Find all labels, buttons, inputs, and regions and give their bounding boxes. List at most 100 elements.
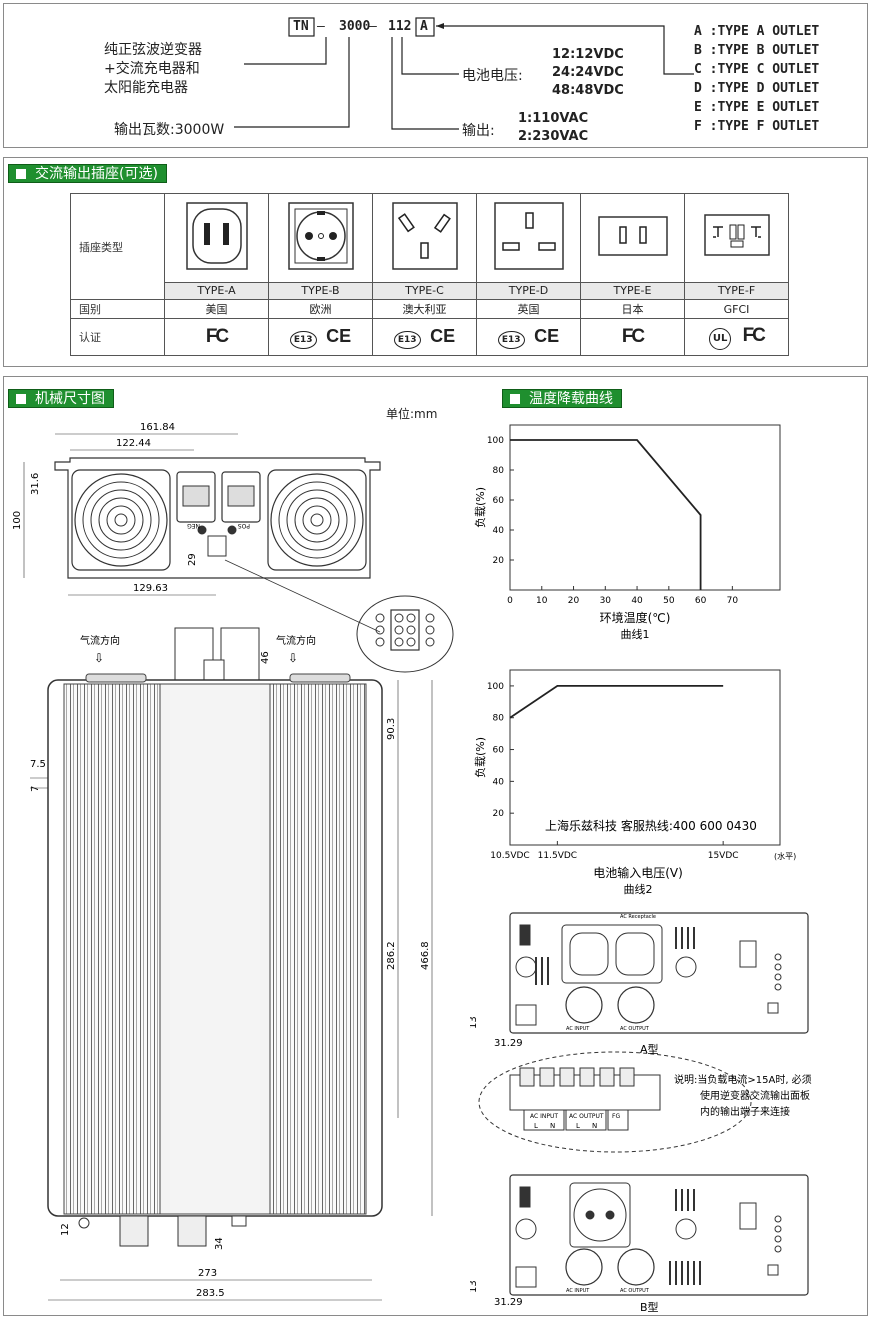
country-e: 日本 (580, 299, 685, 319)
mech-section-title: 机械尺寸图 (8, 389, 114, 408)
model-code-diagram (234, 17, 694, 130)
cert-c: E13 CE (372, 318, 477, 356)
dim-4668: 466.8 (420, 941, 431, 970)
y-tick-label: 80 (493, 714, 505, 724)
vent-slots-b (669, 1189, 701, 1285)
country-d: 英国 (476, 299, 581, 319)
ac-input-label-a: AC INPUT (566, 1026, 590, 1032)
battery-option-48: 48:48VDC (552, 83, 624, 98)
dim-122: 122.44 (116, 438, 151, 449)
outlet-type-f: F :TYPE F OUTLET (694, 119, 820, 134)
dim-3129-a: 31.29 (494, 1038, 523, 1049)
x-tick-label: 15VDC (708, 851, 739, 861)
outlet-type-a: A :TYPE A OUTLET (694, 24, 820, 39)
y-tick-label: 100 (487, 682, 504, 692)
battery-option-12: 12:12VDC (552, 47, 624, 62)
terminal-fg: FG (612, 1113, 620, 1120)
country-b: 欧洲 (268, 299, 373, 319)
front-panel-b (509, 1174, 809, 1296)
code-dash-1: — (317, 19, 325, 34)
output-option-110: 1:110VAC (518, 111, 589, 126)
outlet-image-a (164, 193, 269, 283)
front-panel-a (509, 912, 809, 1034)
side-view (47, 627, 383, 1247)
dim-12: 12 (60, 1223, 71, 1236)
dim-100: 100 (12, 511, 23, 530)
vent-slots-a (535, 927, 695, 985)
derating-line (510, 439, 702, 590)
outlet-a-icon (185, 202, 248, 271)
dim-903: 90.3 (386, 718, 397, 740)
front-panel-drawings: AC Receptacle AC INPUT AC OUTPUT 13 31.2… (470, 912, 812, 1314)
fcc-mark-icon: FC (621, 326, 645, 347)
section-square-icon (16, 394, 26, 404)
x-tick-label: 50 (663, 596, 675, 606)
outlet-type-b: B :TYPE B OUTLET (694, 43, 820, 58)
code-112: 112 (388, 19, 412, 34)
terminal-n2: N (592, 1122, 597, 1130)
chart-caption: 曲线1 (621, 627, 650, 641)
outlet-b-icon (287, 202, 354, 271)
outlet-image-b (268, 193, 373, 283)
arrow-down-icon: ⇩ (94, 651, 104, 665)
fcc-mark-icon: FC (205, 326, 229, 347)
type-a-label: A型 (640, 1042, 659, 1056)
arrow-down-icon: ⇩ (288, 651, 298, 665)
product-description: 纯正弦波逆变器 +交流充电器和 太阳能充电器 (104, 41, 202, 98)
note-line-3: 内的输出端子来连接 (700, 1105, 790, 1118)
e13-mark-icon: E13 (289, 330, 317, 349)
dim-34: 34 (214, 1237, 225, 1250)
terminal-n1: N (550, 1122, 555, 1130)
x-axis-label: 电池输入电压(V) (593, 865, 683, 880)
desc-line-2: +交流充电器和 (104, 61, 200, 77)
ce-mark-icon: CE (326, 325, 352, 346)
outlet-image-row: 插座类型 (70, 193, 789, 300)
outlet-section-title-text: 交流输出插座(可选) (35, 166, 158, 182)
note-line-1: 说明:当负载电流>15A时, 必须 (674, 1073, 812, 1086)
x-tick-label: 10 (536, 596, 548, 606)
top-view (54, 457, 381, 633)
y-axis-label: 负载(%) (473, 737, 487, 778)
outlet-c-icon (391, 202, 458, 271)
cert-b: E13 CE (268, 318, 373, 356)
model-code-panel: TN — 3000 — 112 A 纯正弦波逆变器 +交流充电器和 太阳能充电器… (3, 3, 868, 148)
terminal-block-zoom (478, 1051, 752, 1153)
fan-left-icon (71, 469, 171, 571)
outlet-image-c (372, 193, 477, 283)
ce-mark-icon: CE (534, 325, 560, 346)
x-tick-label: 10.5VDC (490, 851, 529, 861)
ac-output-label-b: AC OUTPUT (620, 1288, 650, 1294)
fan-right-icon (267, 469, 367, 571)
note-line-2: 使用逆变器交流输出面板 (700, 1089, 810, 1102)
dim-13-a: 13 (470, 1016, 479, 1029)
fcc-mark-icon: FC (742, 324, 766, 346)
chart-frame (509, 669, 781, 846)
outlet-table: 插座类型 (70, 193, 789, 356)
output-options: 1:110VAC 2:230VAC (518, 110, 588, 146)
y-tick-label: 60 (493, 746, 505, 756)
type-label-a: TYPE-A (164, 281, 269, 301)
battery-option-24: 24:24VDC (552, 65, 624, 80)
outlet-image-f (684, 193, 789, 283)
country-f: GFCI (684, 299, 789, 319)
e13-mark-icon: E13 (497, 330, 525, 349)
terminal-l2: L (576, 1122, 580, 1130)
code-3000: 3000 (339, 19, 371, 34)
cert-e: FC (580, 318, 685, 356)
ul-mark-icon: UL (709, 327, 732, 350)
code-a: A (420, 19, 428, 34)
outlet-d-icon (493, 202, 564, 271)
cert-a: FC (164, 318, 269, 356)
row-label-type: 插座类型 (70, 193, 165, 300)
dim-75: 7.5 (30, 759, 46, 770)
terminal-l1: L (534, 1122, 538, 1130)
dim-2835: 283.5 (196, 1288, 225, 1299)
neg-label: NEG (187, 522, 200, 529)
e13-mark-icon: E13 (393, 330, 421, 349)
x-tick-label: 30 (600, 596, 612, 606)
mech-section-title-text: 机械尺寸图 (35, 391, 105, 407)
dim-129: 129.63 (133, 583, 168, 594)
outlet-type-c: C :TYPE C OUTLET (694, 62, 820, 77)
temp-section-title-text: 温度降载曲线 (529, 391, 613, 407)
dim-13-b: 13 (470, 1280, 479, 1293)
